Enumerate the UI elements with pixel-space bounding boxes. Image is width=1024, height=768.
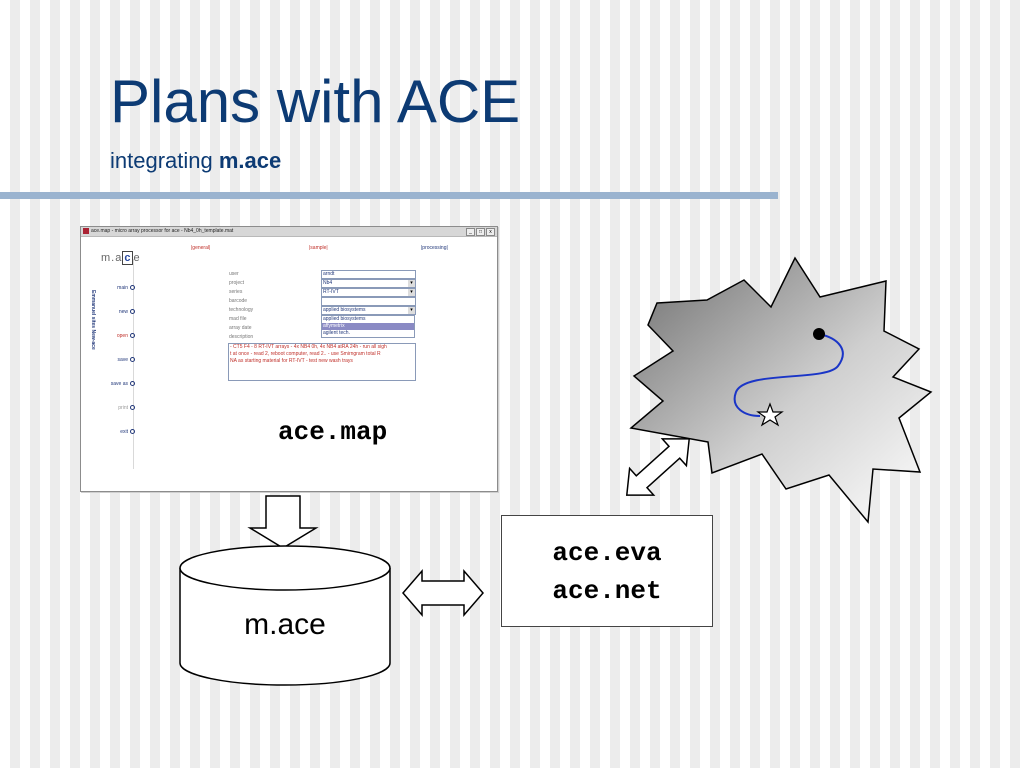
nav-label: save as: [110, 381, 128, 387]
maximize-button[interactable]: □: [476, 228, 485, 236]
logo-suffix: e: [133, 252, 141, 264]
chevron-down-icon[interactable]: ▾: [408, 280, 415, 287]
barcode-field[interactable]: [321, 297, 416, 306]
starburst-icon: [629, 256, 933, 524]
description-line: NA as starting material for RT-IVT - tes…: [230, 358, 353, 364]
nav-label: print: [118, 405, 128, 411]
series-value: RT-IVT: [323, 289, 339, 295]
window-title: ace.map - micro array processor for ace …: [91, 228, 234, 234]
dropdown-option[interactable]: agilent tech.: [323, 330, 350, 336]
nav-new[interactable]: new: [99, 309, 135, 315]
database-cylinder-icon: [179, 545, 391, 686]
acemap-label: ace.map: [278, 417, 388, 447]
project-value: Nb4: [323, 280, 333, 286]
series-select[interactable]: RT-IVT ▾: [321, 288, 416, 297]
radio-icon: [130, 309, 135, 315]
label-user: user: [229, 271, 239, 277]
nav-print[interactable]: print: [99, 405, 135, 411]
logo-prefix: m.a: [101, 252, 123, 264]
radio-icon: [130, 381, 135, 387]
box-line-1: ace.eva: [552, 538, 662, 568]
project-select[interactable]: Nb4 ▾: [321, 279, 416, 288]
window-titlebar: ace.map - micro array processor for ace …: [81, 227, 497, 237]
star-icon: [756, 402, 784, 427]
nav-save-as[interactable]: save as: [99, 381, 135, 387]
down-arrow-icon: [247, 495, 319, 549]
label-barcode: barcode: [229, 298, 248, 304]
radio-icon: [130, 285, 135, 291]
radio-icon: [130, 357, 135, 363]
technology-select[interactable]: applied biosystems ▾: [321, 306, 416, 315]
double-arrow-icon: [402, 568, 484, 618]
nav-main[interactable]: main: [99, 285, 135, 291]
subtitle-prefix: integrating: [110, 148, 213, 173]
label-series: series: [229, 289, 243, 295]
nav-label: exit: [120, 429, 128, 435]
slide-subtitle: integrating m.ace: [110, 148, 281, 174]
chevron-down-icon[interactable]: ▾: [408, 289, 415, 296]
label-description: description: [229, 334, 254, 340]
label-array-date: array date: [229, 325, 252, 331]
cylinder-label: m.ace: [244, 608, 326, 641]
tab-sample[interactable]: |sample|: [309, 245, 328, 251]
nav-save[interactable]: save: [99, 357, 135, 363]
label-technology: technology: [229, 307, 254, 313]
path-curve: [733, 333, 844, 417]
technology-value: applied biosystems: [323, 307, 366, 313]
radio-icon: [130, 405, 135, 411]
nav-label: save: [117, 357, 128, 363]
dropdown-option-selected[interactable]: affymetrix: [322, 323, 414, 330]
nav-label: open: [116, 333, 128, 339]
nav-open[interactable]: open: [99, 333, 135, 339]
label-mad-file: mad file: [229, 316, 247, 322]
tab-general[interactable]: |general|: [191, 245, 211, 251]
description-textarea[interactable]: - CT5 F4 - 8 RT-IVT arrays - 4x NB4 0h, …: [228, 343, 416, 381]
app-icon: [83, 228, 89, 234]
radio-icon: [130, 333, 135, 339]
radio-icon: [130, 429, 135, 435]
window-buttons: _□x: [465, 228, 495, 237]
app-screenshot: ace.map - micro array processor for ace …: [80, 226, 498, 492]
nav-label: new: [118, 309, 128, 315]
slide-title: Plans with ACE: [110, 68, 521, 135]
nav-label: main: [117, 285, 128, 291]
nav-divider: [133, 259, 134, 469]
user-value: arndt: [323, 271, 335, 277]
technology-dropdown: applied biosystems affymetrix agilent te…: [321, 315, 415, 338]
title-rule: [0, 192, 778, 199]
close-button[interactable]: x: [486, 228, 495, 236]
chevron-down-icon[interactable]: ▾: [408, 307, 415, 314]
eva-net-box: ace.eva ace.net: [501, 515, 713, 627]
label-project: project: [229, 280, 245, 286]
nav-exit[interactable]: exit: [99, 429, 135, 435]
description-line: - CT5 F4 - 8 RT-IVT arrays - 4x NB4 0h, …: [230, 344, 387, 350]
description-line: t at once - read 2, reboot computer, rea…: [230, 351, 381, 357]
dropdown-option[interactable]: applied biosystems: [323, 316, 366, 322]
minimize-button[interactable]: _: [466, 228, 475, 236]
subtitle-bold: m.ace: [218, 148, 282, 173]
user-field[interactable]: arndt: [321, 270, 416, 279]
start-dot-icon: [813, 328, 825, 340]
box-line-2: ace.net: [552, 576, 662, 606]
logo-box-letter: c: [122, 251, 134, 265]
tab-processing[interactable]: |processing|: [421, 245, 448, 251]
